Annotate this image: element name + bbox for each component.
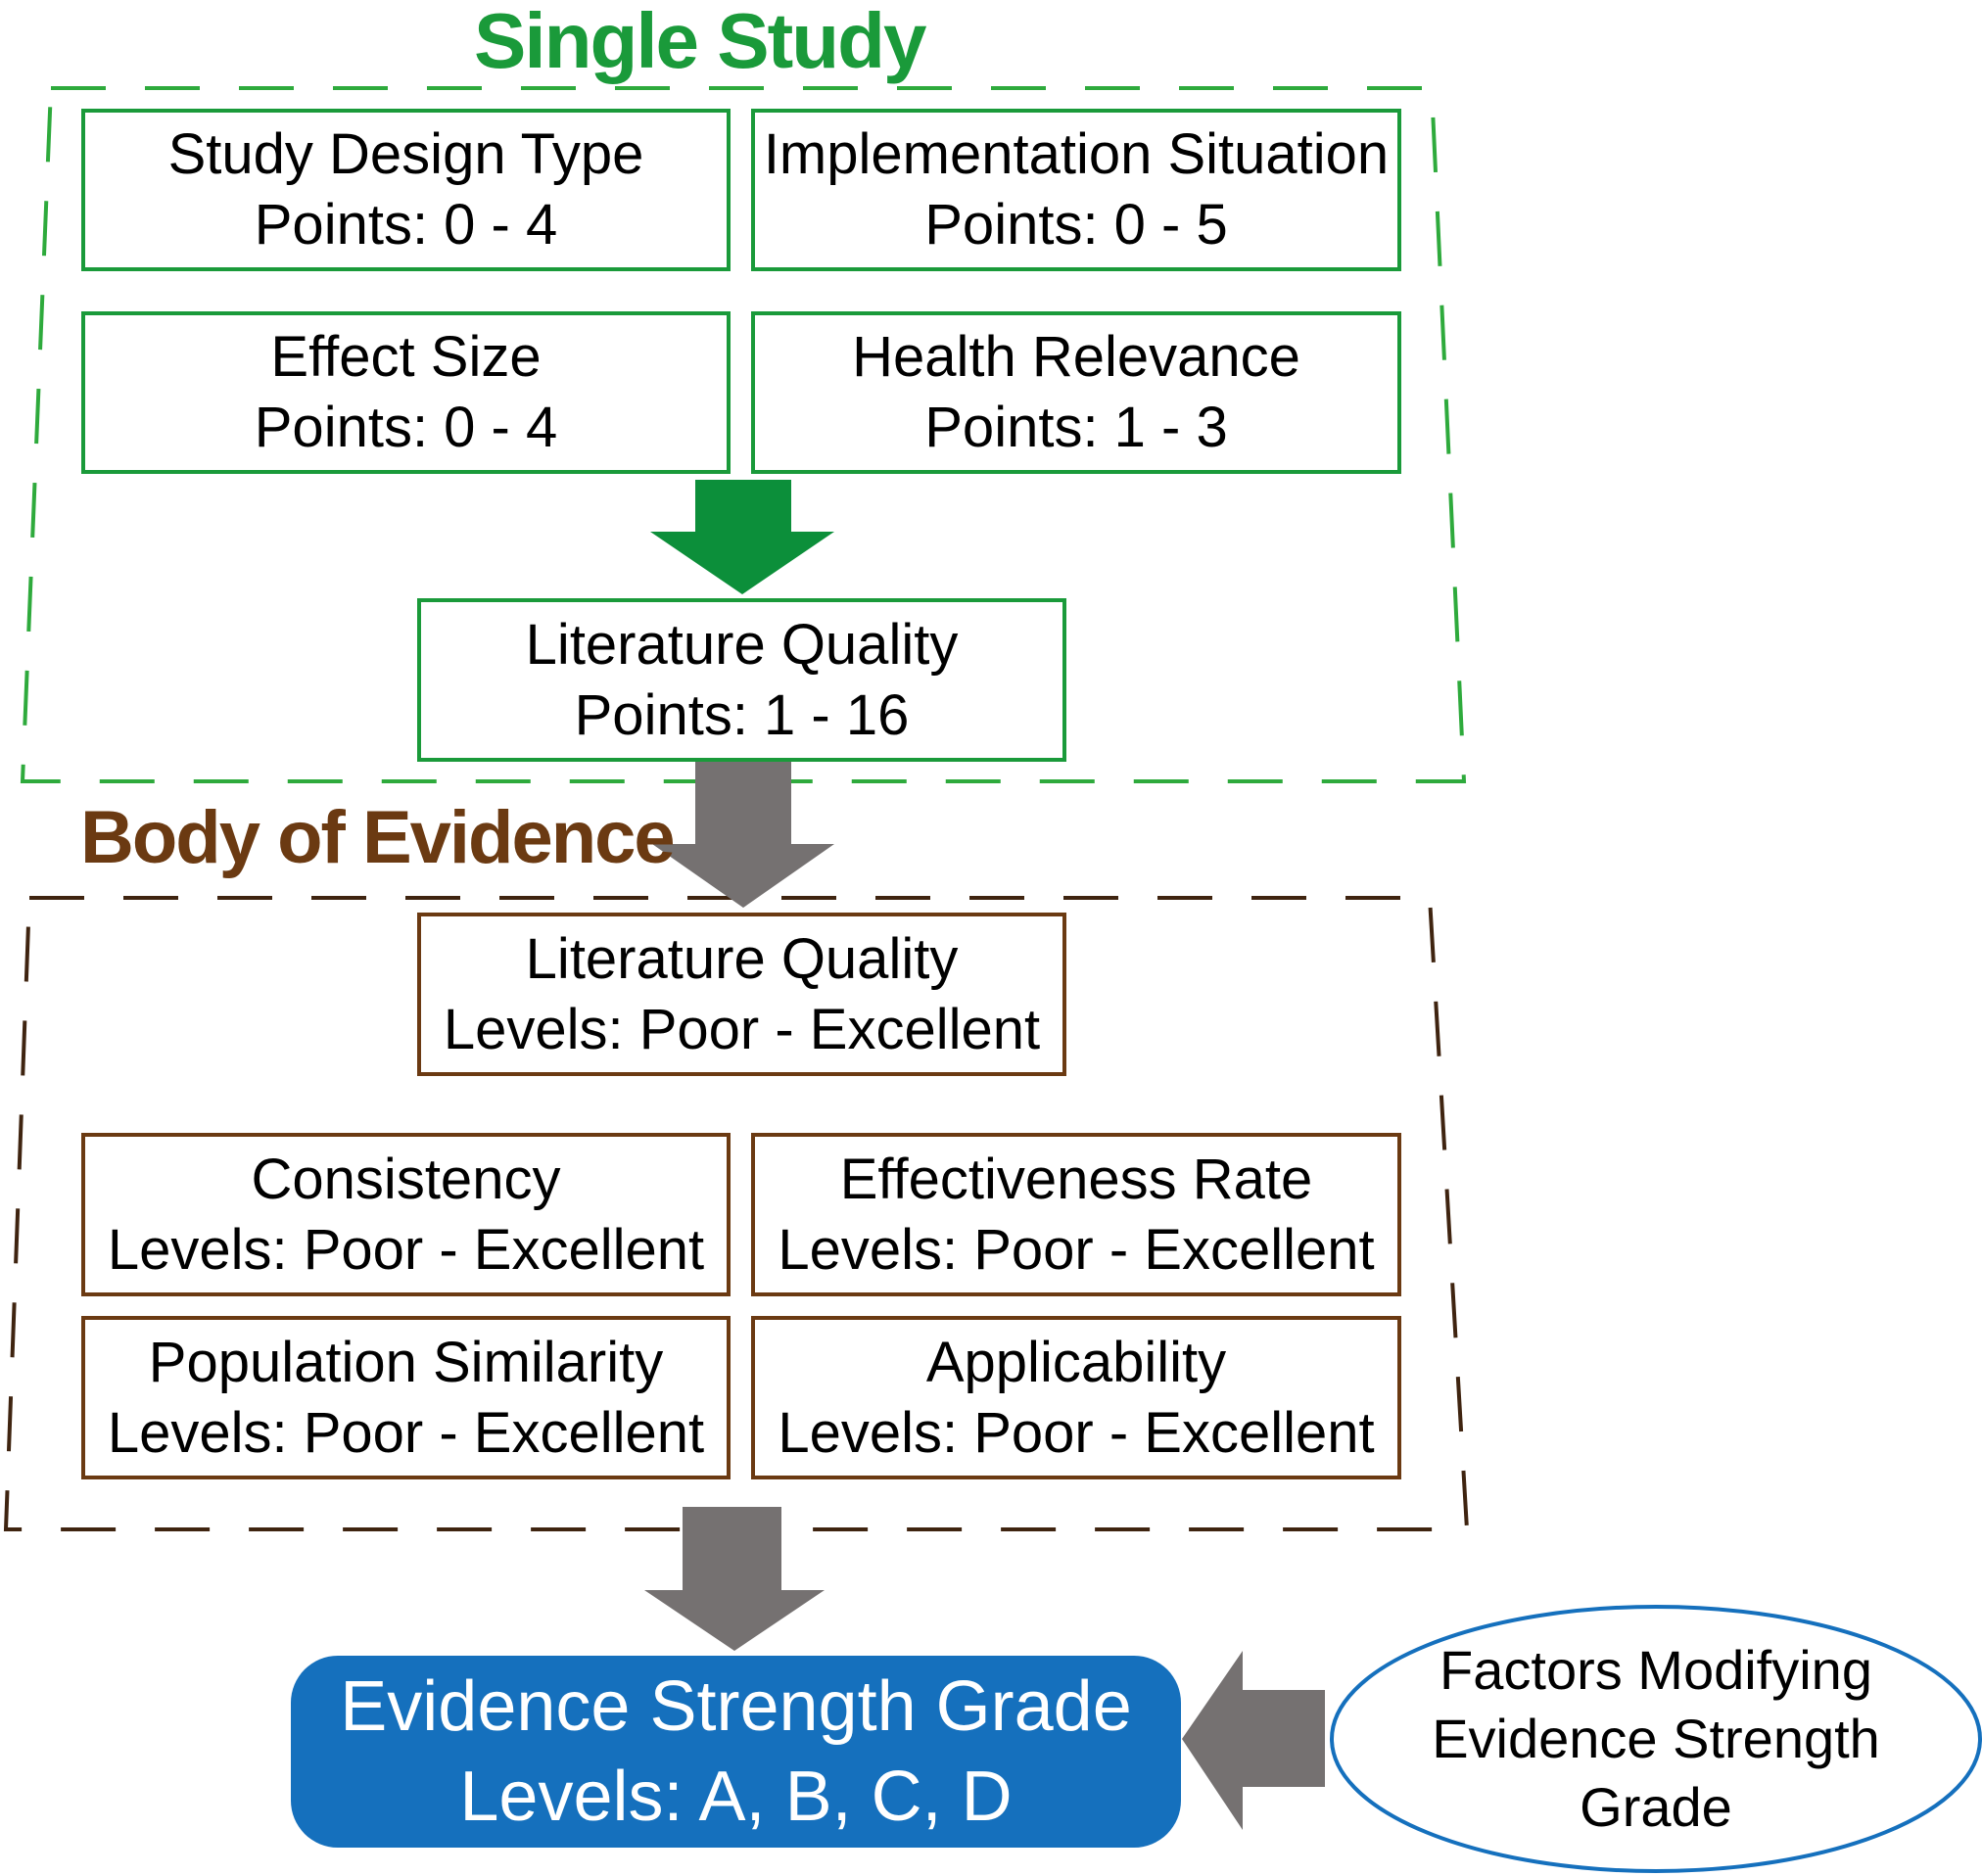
box-range: Levels: Poor - Excellent (778, 1400, 1375, 1465)
literature-quality-points-box: Literature Quality Points: 1 - 16 (417, 598, 1066, 762)
box-range: Levels: Poor - Excellent (107, 1400, 705, 1465)
modifier-line: Grade (1580, 1776, 1732, 1838)
body-of-evidence-title: Body of Evidence (80, 796, 676, 879)
box-label: Population Similarity (148, 1330, 664, 1394)
arrow-down-green-icon (650, 480, 834, 594)
arrow-left-grey-icon (1182, 1651, 1325, 1830)
body-of-evidence-region (3, 896, 1470, 1531)
box-label: Health Relevance (852, 325, 1300, 389)
implementation-situation-box: Implementation Situation Points: 0 - 5 (751, 109, 1401, 271)
population-similarity-box: Population Similarity Levels: Poor - Exc… (81, 1316, 731, 1479)
literature-quality-levels-box: Literature Quality Levels: Poor - Excell… (417, 913, 1066, 1076)
box-label: Consistency (251, 1147, 561, 1211)
box-label: Literature Quality (525, 926, 959, 991)
applicability-box: Applicability Levels: Poor - Excellent (751, 1316, 1401, 1479)
evidence-strength-grade-box: Evidence Strength Grade Levels: A, B, C,… (291, 1656, 1181, 1848)
box-range: Points: 1 - 3 (924, 396, 1228, 459)
box-range: Levels: A, B, C, D (459, 1758, 1013, 1836)
effect-size-box: Effect Size Points: 0 - 4 (81, 311, 731, 474)
box-label: Study Design Type (167, 122, 644, 186)
box-range: Points: 0 - 4 (254, 396, 558, 459)
box-label: Implementation Situation (763, 122, 1390, 186)
box-range: Points: 0 - 5 (924, 193, 1228, 257)
modifier-line: Factors Modifying (1439, 1639, 1872, 1701)
modifier-line: Evidence Strength (1432, 1708, 1880, 1769)
consistency-box: Consistency Levels: Poor - Excellent (81, 1133, 731, 1296)
modifying-factors-text: Factors Modifying Evidence Strength Grad… (1331, 1606, 1981, 1872)
modifier-ellipse (1330, 1605, 1982, 1873)
effectiveness-rate-box: Effectiveness Rate Levels: Poor - Excell… (751, 1133, 1401, 1296)
study-design-type-box: Study Design Type Points: 0 - 4 (81, 109, 731, 271)
box-range: Levels: Poor - Excellent (443, 997, 1041, 1061)
arrow-down-grey-icon (652, 761, 834, 908)
box-range: Levels: Poor - Excellent (778, 1217, 1375, 1282)
box-label: Applicability (925, 1330, 1227, 1394)
box-label: Literature Quality (525, 612, 959, 677)
box-label: Effectiveness Rate (839, 1147, 1313, 1211)
single-study-title: Single Study (474, 0, 926, 84)
box-label: Evidence Strength Grade (340, 1667, 1132, 1746)
box-range: Points: 1 - 16 (574, 682, 910, 747)
arrow-down-grey-icon (644, 1507, 825, 1651)
single-study-region (20, 86, 1467, 783)
box-range: Levels: Poor - Excellent (107, 1217, 705, 1282)
box-label: Effect Size (270, 325, 542, 389)
health-relevance-box: Health Relevance Points: 1 - 3 (751, 311, 1401, 474)
box-range: Points: 0 - 4 (254, 193, 558, 257)
